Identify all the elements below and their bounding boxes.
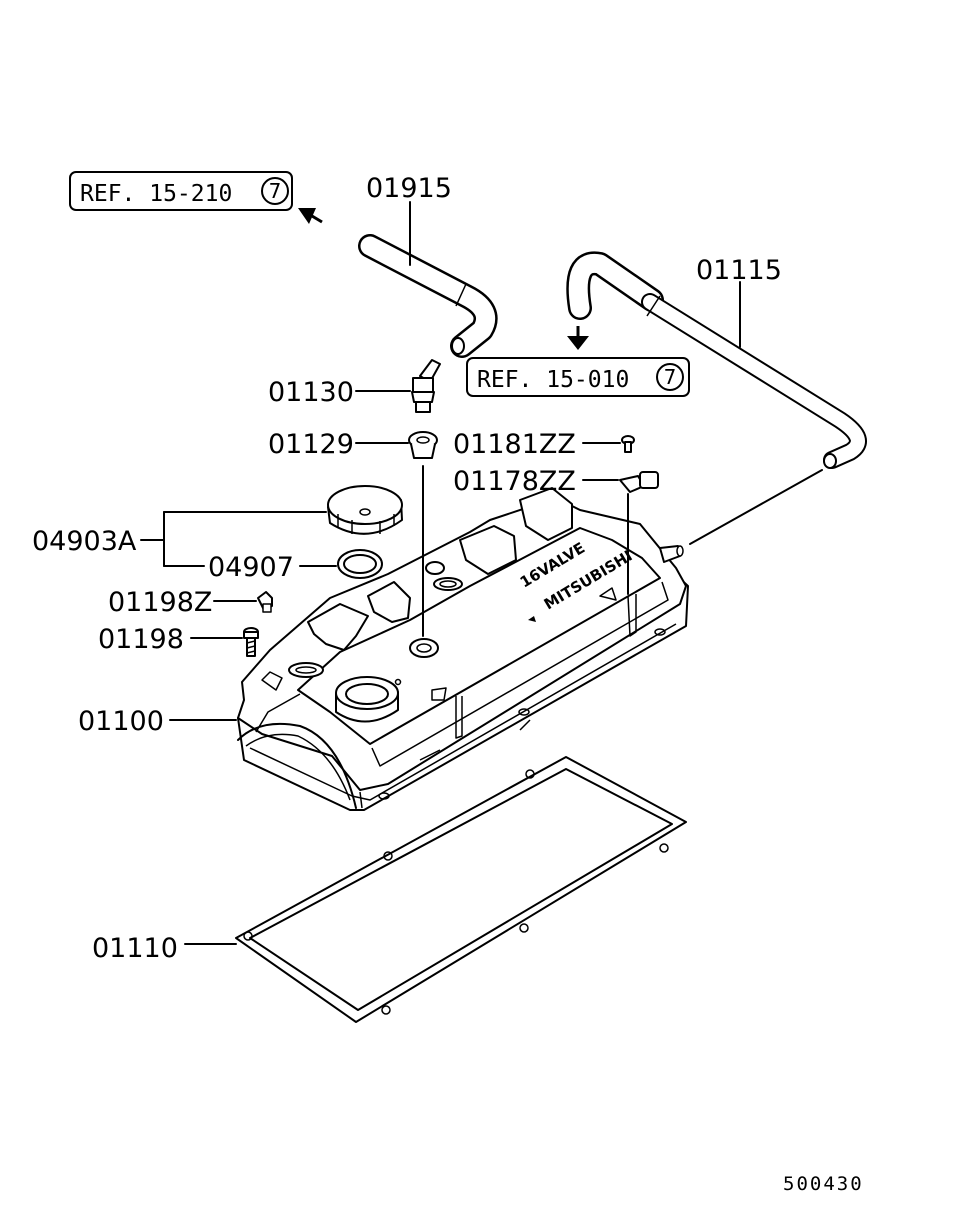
circled-number: 7	[664, 365, 677, 389]
reference-box-15-210[interactable]: REF. 15-210 7	[69, 171, 293, 211]
grommet-01129[interactable]	[408, 431, 438, 459]
cap-gasket-04907[interactable]	[337, 549, 383, 579]
arrow-to-ref-15-210	[298, 208, 323, 224]
part-label-01115: 01115	[696, 255, 782, 286]
clamp-01178zz[interactable]	[619, 471, 659, 493]
part-label-01181zz: 01181ZZ	[453, 429, 576, 460]
hose-01115[interactable]	[566, 251, 867, 469]
oil-filler-cap-04903a[interactable]	[327, 485, 403, 535]
arrow-to-ref-15-010	[567, 326, 589, 350]
reference-text: REF. 15-210	[80, 181, 232, 207]
part-label-01110: 01110	[92, 933, 178, 964]
part-label-01178zz: 01178ZZ	[453, 466, 576, 497]
part-label-04907: 04907	[208, 552, 294, 583]
circled-number: 7	[269, 179, 282, 203]
reference-box-15-010[interactable]: REF. 15-010 7	[466, 357, 690, 397]
pcv-valve-01130[interactable]	[411, 359, 441, 413]
bolt-01198z[interactable]	[257, 591, 273, 613]
rocker-cover-01100[interactable]: 16VALVE MITSUBISHI	[237, 487, 689, 811]
hose-01915[interactable]	[321, 226, 498, 358]
bolt-01198[interactable]	[243, 627, 259, 657]
part-label-01100: 01100	[78, 706, 164, 737]
diagram-code: 500430	[783, 1173, 864, 1195]
mitsubishi-logo-icon	[528, 616, 536, 622]
part-label-01129: 01129	[268, 429, 354, 460]
part-label-01198z: 01198Z	[108, 587, 212, 618]
part-label-01915: 01915	[366, 173, 452, 204]
part-label-01198: 01198	[98, 624, 184, 655]
part-label-01130: 01130	[268, 377, 354, 408]
reference-text: REF. 15-010	[477, 367, 629, 393]
rocker-cover-gasket-01110[interactable]	[235, 756, 687, 1023]
bolt-01181zz[interactable]	[621, 435, 635, 453]
part-label-04903a: 04903A	[32, 526, 137, 557]
leader-lines	[140, 201, 823, 945]
